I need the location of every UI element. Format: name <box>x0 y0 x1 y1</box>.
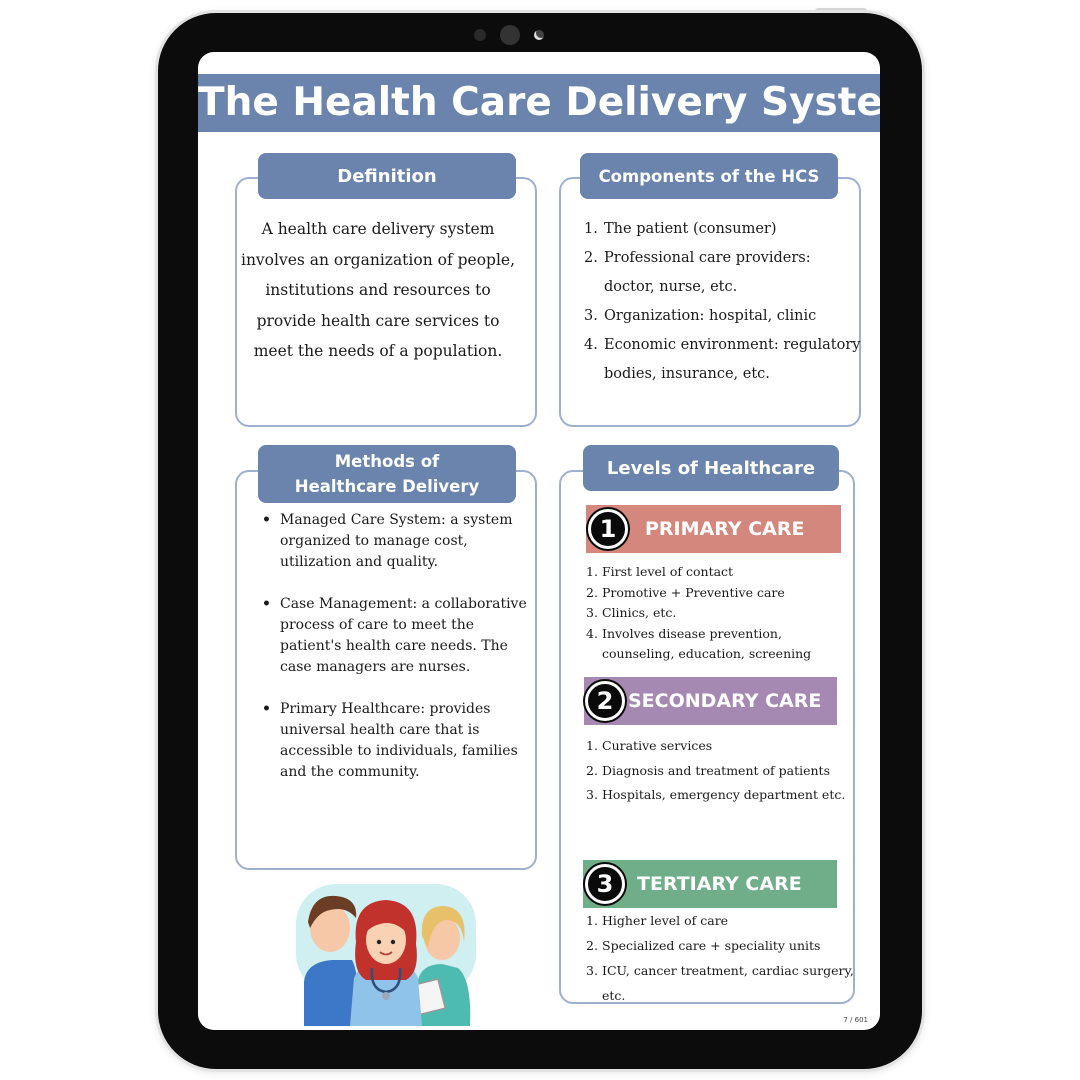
primary-care-banner: PRIMARY CARE <box>586 505 841 553</box>
list-item: 2.Professional care providers: doctor, n… <box>584 250 811 295</box>
levels-card <box>559 470 855 1004</box>
levels-heading: Levels of Healthcare <box>583 445 839 491</box>
tertiary-care-banner: TERTIARY CARE <box>583 860 837 908</box>
primary-care-number-badge: 1 <box>588 509 628 549</box>
secondary-care-number-badge: 2 <box>585 681 625 721</box>
list-item: 4.Involves disease prevention, counselin… <box>586 625 812 662</box>
components-heading: Components of the HCS <box>580 153 838 199</box>
list-item: Managed Care System: a system organized … <box>260 510 532 573</box>
components-card <box>559 177 861 427</box>
definition-heading: Definition <box>258 153 516 199</box>
list-item: 1.Higher level of care <box>586 913 729 928</box>
sensor-dot <box>474 29 486 41</box>
tablet-screen: The Health Care Delivery System Definiti… <box>198 52 880 1030</box>
tertiary-care-label: TERTIARY CARE <box>637 873 802 895</box>
components-list: 1.The patient (consumer) 2.Professional … <box>584 215 864 389</box>
definition-card <box>235 177 537 427</box>
light-sensor <box>534 30 544 40</box>
list-item: 2.Specialized care + speciality units <box>586 938 821 953</box>
list-item: 3.Clinics, etc. <box>586 605 677 620</box>
front-camera <box>500 25 520 45</box>
list-item: 1.Curative services <box>586 738 713 753</box>
tablet-top-button <box>815 8 867 14</box>
list-item: 1.The patient (consumer) <box>584 221 777 237</box>
methods-list: Managed Care System: a system organized … <box>260 510 532 804</box>
healthcare-workers-illustration <box>296 884 476 1026</box>
list-item: Case Management: a collaborative process… <box>260 594 532 678</box>
list-item: Primary Healthcare: provides universal h… <box>260 699 532 783</box>
primary-care-list: 1.First level of contact 2.Promotive + P… <box>586 562 856 665</box>
secondary-care-banner: SECONDARY CARE <box>584 677 837 725</box>
tertiary-care-number-badge: 3 <box>585 864 625 904</box>
list-item: 2.Diagnosis and treatment of patients <box>586 762 830 778</box>
list-item: 2.Promotive + Preventive care <box>586 584 785 600</box>
secondary-care-label: SECONDARY CARE <box>628 690 822 712</box>
list-item: 4.Economic environment: regulatory bodie… <box>584 337 861 382</box>
secondary-care-list: 1.Curative services 2.Diagnosis and trea… <box>586 734 856 808</box>
list-item: 3.Organization: hospital, clinic <box>584 308 817 324</box>
page-number: 7 / 601 <box>843 1016 868 1024</box>
list-item: 3.ICU, cancer treatment, cardiac surgery… <box>586 963 854 1003</box>
page-title: The Health Care Delivery System <box>198 74 880 132</box>
list-item: 1.First level of contact <box>586 564 734 579</box>
definition-text: A health care delivery system involves a… <box>240 220 516 360</box>
tertiary-care-list: 1.Higher level of care 2.Specialized car… <box>586 908 856 1008</box>
list-item: 3.Hospitals, emergency department etc. <box>586 787 846 802</box>
methods-heading: Methods of Healthcare Delivery <box>258 445 516 503</box>
primary-care-label: PRIMARY CARE <box>645 518 805 540</box>
